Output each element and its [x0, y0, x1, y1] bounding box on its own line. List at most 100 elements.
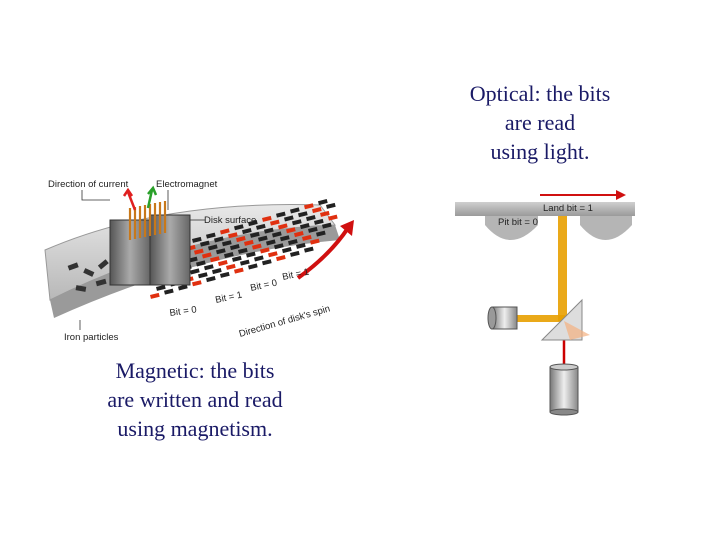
optical-caption: Optical: the bits are read using light. — [430, 79, 650, 166]
iron-particle — [276, 255, 286, 262]
iron-particle — [214, 236, 224, 243]
iron-particle — [262, 215, 272, 222]
iron-particle — [252, 243, 262, 250]
magnetic-caption-line-1: Magnetic: the bits — [115, 358, 275, 383]
iron-particle — [328, 214, 338, 221]
iron-particle — [325, 202, 336, 209]
iron-particle — [304, 246, 314, 253]
iron-particle — [285, 227, 296, 234]
iron-particle — [216, 248, 226, 255]
iron-particle — [311, 207, 322, 214]
iron-particle — [189, 268, 200, 275]
iron-particle — [256, 223, 266, 230]
iron-particle — [202, 252, 212, 259]
iron-particle — [296, 242, 306, 249]
iron-particle — [284, 215, 294, 222]
iron-particle — [266, 239, 276, 246]
iron-particle — [248, 220, 258, 227]
iron-particle — [228, 232, 238, 239]
iron-particle — [294, 231, 304, 238]
iron-particle — [246, 251, 256, 258]
iron-particle — [304, 203, 314, 210]
iron-particle — [164, 288, 174, 295]
optical-caption-line-3: using light. — [490, 139, 590, 164]
iron-particle — [196, 260, 206, 267]
magnetic-caption-line-3: using magnetism. — [117, 416, 273, 441]
iron-particle — [257, 235, 268, 242]
label-bit-0-upper: Bit = 0 — [249, 278, 278, 294]
disk-spin-arrowhead — [340, 220, 354, 236]
iron-particle — [242, 228, 252, 235]
iron-particle — [254, 255, 264, 262]
iron-particle — [244, 239, 254, 246]
iron-particle — [318, 199, 328, 206]
optical-caption-line-2: are read — [504, 110, 576, 135]
iron-particle — [250, 231, 260, 238]
optical-caption-line-1: Optical: the bits — [469, 81, 611, 106]
iron-particle — [194, 248, 204, 255]
iron-particle — [276, 211, 286, 218]
label-direction-of-current: Direction of current — [48, 179, 129, 190]
iron-particle — [320, 210, 330, 217]
iron-particle — [236, 236, 246, 243]
iron-particle — [210, 256, 220, 263]
iron-particle — [290, 207, 300, 214]
laser-source-body — [549, 366, 579, 413]
label-iron-particles: Iron particles — [64, 332, 119, 343]
iron-particle — [272, 231, 282, 238]
iron-particle — [220, 228, 230, 235]
laser-source-bottom — [549, 408, 579, 416]
iron-particle — [150, 292, 160, 299]
electromagnet — [109, 201, 191, 286]
magnetic-caption-line-2: are written and read — [107, 387, 283, 412]
iron-particle — [262, 259, 272, 266]
iron-particle — [206, 232, 216, 239]
disc-land-surface — [455, 202, 635, 216]
disc-motion-arrowhead — [616, 190, 626, 200]
iron-particle — [238, 247, 248, 254]
iron-particle — [270, 219, 280, 226]
iron-particle — [234, 267, 244, 274]
iron-particle — [268, 251, 278, 258]
iron-particle — [198, 272, 208, 279]
label-bit-1-left: Bit = 1 — [214, 290, 243, 306]
optical-disc-diagram: Land bit = 1 Pit bit = 0 — [455, 190, 635, 416]
iron-particle — [192, 280, 202, 287]
label-bit-1-right: Bit = 1 — [281, 267, 310, 283]
iron-particle — [259, 247, 270, 254]
disk-spin-arrow — [296, 226, 350, 280]
label-electromagnet: Electromagnet — [156, 179, 218, 190]
iron-particle — [300, 223, 310, 230]
magnetic-caption: Magnetic: the bits are written and read … — [70, 356, 320, 443]
label-disk-surface: Disk surface — [204, 215, 256, 226]
iron-particle — [278, 223, 288, 230]
magnetic-disk-diagram: Direction of current Electromagnet Disk … — [44, 179, 354, 343]
label-direction-of-spin: Direction of disk's spin — [238, 303, 332, 340]
iron-particle — [282, 247, 292, 254]
iron-particle — [280, 235, 290, 242]
laser-beam-vertical — [558, 216, 567, 321]
iron-particle — [240, 259, 250, 266]
iron-particle — [264, 227, 274, 234]
iron-particle — [292, 219, 302, 226]
iron-particle — [206, 276, 216, 283]
iron-particle — [234, 224, 244, 231]
prism-refraction — [564, 321, 590, 340]
photodetector-lens — [487, 306, 497, 330]
iron-particle — [306, 215, 316, 222]
iron-particle — [226, 263, 236, 270]
iron-particle — [220, 271, 230, 278]
iron-particle — [273, 243, 284, 250]
iron-particle — [200, 240, 210, 247]
iron-particle — [298, 211, 308, 218]
iron-particle — [316, 230, 326, 237]
iron-particle — [232, 255, 242, 262]
label-pit-bit: Pit bit = 0 — [498, 217, 538, 228]
label-bit-0-lower: Bit = 0 — [169, 304, 197, 319]
iron-particle — [222, 240, 232, 247]
iron-particle — [223, 252, 234, 259]
iron-particle — [178, 284, 188, 291]
iron-particle — [310, 238, 320, 245]
iron-particle — [290, 250, 300, 257]
iron-particle — [230, 244, 240, 251]
